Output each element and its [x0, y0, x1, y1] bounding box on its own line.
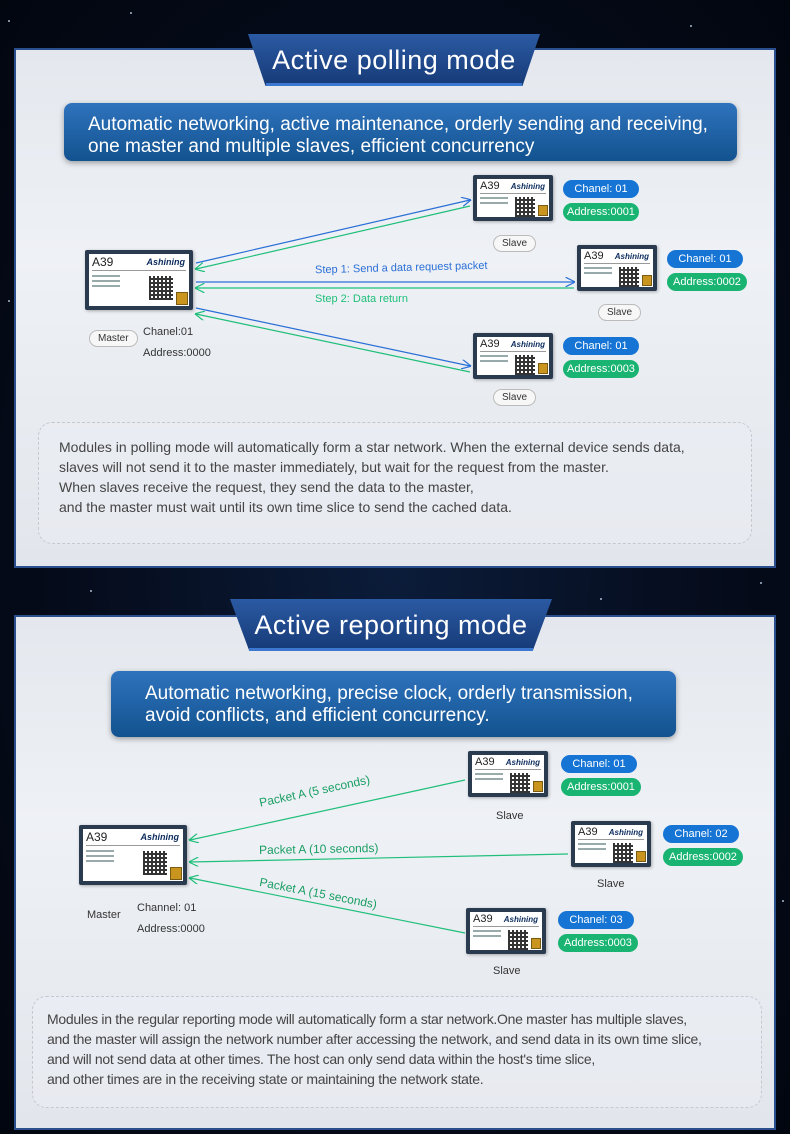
chip-icon: [531, 938, 541, 949]
reporting-feature-box: Automatic networking, precise clock, ord…: [111, 671, 676, 737]
chip-icon: [636, 851, 646, 862]
module-name: A39: [475, 756, 495, 768]
master-module: A39 Ashining: [85, 250, 193, 310]
description-line: When slaves receive the request, they se…: [59, 479, 474, 495]
qr-code-icon: [149, 276, 173, 300]
master-channel: Chanel:01: [143, 326, 194, 338]
master-role-label: Master: [89, 330, 138, 347]
chip-icon: [538, 363, 548, 374]
description-line: and will not send data at other times. T…: [47, 1051, 595, 1067]
description-line: Modules in the regular reporting mode wi…: [47, 1011, 687, 1027]
module-name: A39: [578, 826, 598, 838]
packet-label-2: Packet A (10 seconds): [258, 840, 379, 858]
description-line: Modules in polling mode will automatical…: [59, 439, 685, 455]
slave-role-label: Slave: [598, 304, 642, 321]
description-line: and the master will assign the network n…: [47, 1031, 702, 1047]
master-address: Address:0000: [143, 347, 211, 359]
reporting-feature-line: Automatic networking, precise clock, ord…: [145, 683, 633, 704]
star: [8, 20, 10, 22]
slave-role-label: Slave: [493, 389, 537, 406]
master-role-label: Master: [87, 909, 121, 921]
brand-logo: Ashining: [146, 257, 186, 267]
brand-logo: Ashining: [510, 340, 545, 349]
description-line: and other times are in the receiving sta…: [47, 1071, 484, 1087]
chip-icon: [170, 867, 182, 880]
master-address: Address:0000: [137, 923, 205, 935]
step2-label: Step 2: Data return: [315, 293, 408, 305]
polling-feature-box: Automatic networking, active maintenance…: [64, 103, 737, 161]
slave-address-pill: Address:0003: [563, 360, 639, 378]
slave-module: A39 Ashining: [466, 908, 546, 954]
master-module: A39 Ashining: [79, 825, 187, 885]
module-name: A39: [584, 250, 604, 262]
slave-address-pill: Address:0002: [667, 273, 747, 291]
brand-logo: Ashining: [505, 758, 540, 767]
qr-code-icon: [143, 851, 167, 875]
slave-channel-pill: Chanel: 01: [563, 180, 639, 198]
polling-feature-line: Automatic networking, active maintenance…: [88, 114, 708, 135]
star: [130, 12, 132, 14]
description-line: slaves will not send it to the master im…: [59, 459, 609, 475]
reporting-description: Modules in the regular reporting mode wi…: [32, 996, 762, 1108]
slave-channel-pill: Chanel: 01: [667, 250, 743, 268]
brand-logo: Ashining: [503, 915, 538, 924]
slave-role-label: Slave: [493, 235, 537, 252]
reporting-feature-line: avoid conflicts, and efficient concurren…: [145, 705, 490, 726]
slave-role-label: Slave: [493, 965, 521, 977]
chip-icon: [538, 205, 548, 216]
slave-address-pill: Address:0003: [558, 934, 638, 952]
reporting-title: Active reporting mode: [230, 599, 552, 651]
star: [690, 25, 692, 27]
chip-icon: [642, 275, 652, 286]
chip-icon: [176, 292, 188, 305]
qr-code-icon: [508, 930, 528, 950]
slave-channel-pill: Chanel: 01: [561, 755, 637, 773]
module-name: A39: [480, 180, 500, 192]
module-name: A39: [86, 830, 108, 844]
slave-module: A39 Ashining: [571, 821, 651, 867]
slave-address-pill: Address:0001: [563, 203, 639, 221]
slave-channel-pill: Chanel: 03: [558, 911, 634, 929]
polling-feature-line: one master and multiple slaves, efficien…: [88, 136, 535, 157]
brand-logo: Ashining: [510, 182, 545, 191]
slave-role-label: Slave: [496, 810, 524, 822]
module-name: A39: [92, 255, 114, 269]
polling-description: Modules in polling mode will automatical…: [38, 422, 752, 544]
star: [90, 590, 92, 592]
star: [782, 900, 784, 902]
slave-channel-pill: Chanel: 02: [663, 825, 739, 843]
qr-code-icon: [613, 843, 633, 863]
brand-logo: Ashining: [608, 828, 643, 837]
slave-address-pill: Address:0002: [663, 848, 743, 866]
slave-module: A39 Ashining: [473, 175, 553, 221]
module-name: A39: [480, 338, 500, 350]
chip-icon: [533, 781, 543, 792]
qr-code-icon: [619, 267, 639, 287]
slave-role-label: Slave: [597, 878, 625, 890]
star: [600, 598, 602, 600]
brand-logo: Ashining: [140, 832, 180, 842]
brand-logo: Ashining: [614, 252, 649, 261]
slave-address-pill: Address:0001: [561, 778, 641, 796]
qr-code-icon: [510, 773, 530, 793]
slave-channel-pill: Chanel: 01: [563, 337, 639, 355]
polling-title: Active polling mode: [248, 34, 540, 86]
slave-module: A39 Ashining: [468, 751, 548, 797]
qr-code-icon: [515, 355, 535, 375]
master-channel: Channel: 01: [137, 902, 197, 914]
slave-module: A39 Ashining: [473, 333, 553, 379]
star: [8, 300, 10, 302]
qr-code-icon: [515, 197, 535, 217]
module-name: A39: [473, 913, 493, 925]
star: [760, 582, 762, 584]
description-line: and the master must wait until its own t…: [59, 499, 512, 515]
slave-module: A39 Ashining: [577, 245, 657, 291]
